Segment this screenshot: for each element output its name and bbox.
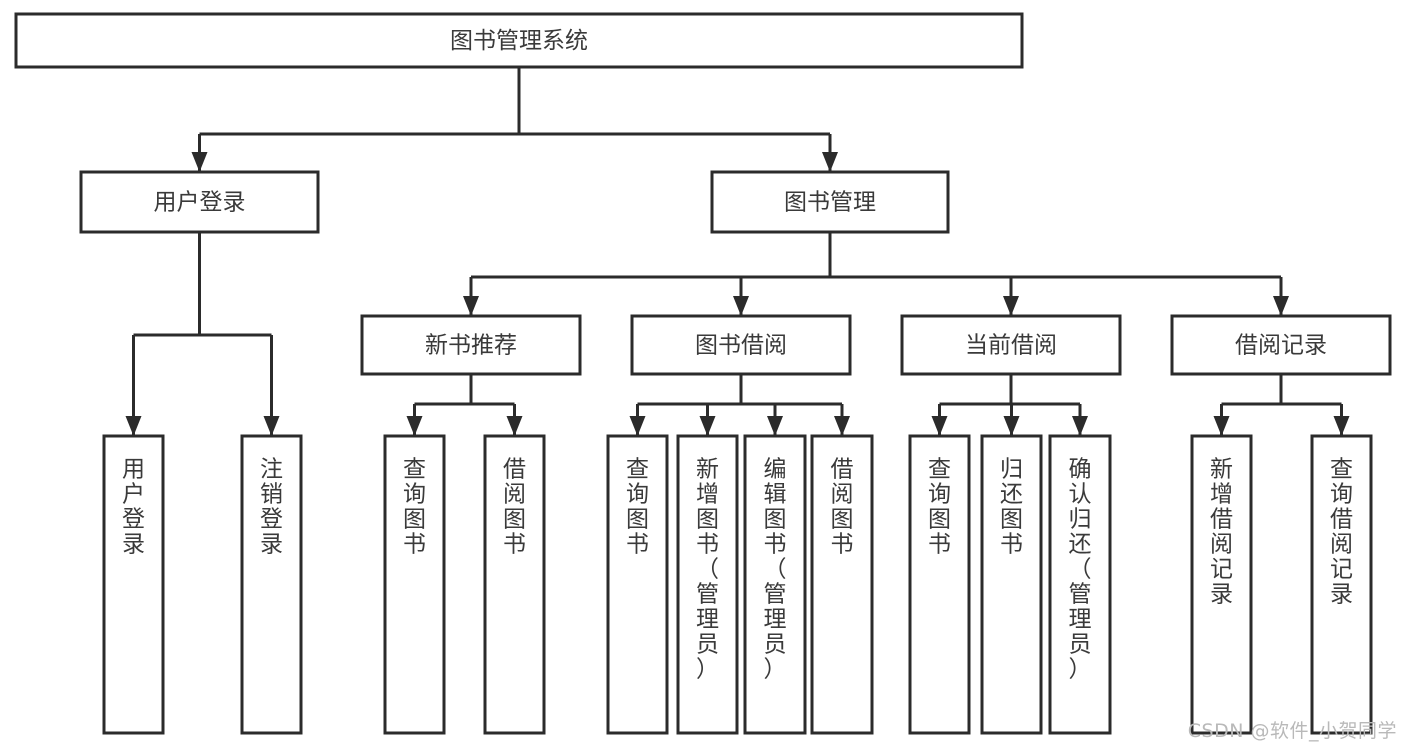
node-leaf-query-record-box[interactable] bbox=[1310, 434, 1373, 735]
node-leaf-user-logout[interactable]: 注销登录 bbox=[240, 434, 303, 735]
arrow-head-icon bbox=[263, 416, 280, 436]
node-user-login-box[interactable] bbox=[79, 170, 320, 234]
node-leaf-add-record-box[interactable] bbox=[1190, 434, 1253, 735]
node-book-manage[interactable]: 图书管理 bbox=[710, 170, 950, 234]
node-current-borrow[interactable]: 当前借阅 bbox=[900, 314, 1122, 376]
node-new-book-recommend-box[interactable] bbox=[360, 314, 582, 376]
node-user-login[interactable]: 用户登录 bbox=[79, 170, 320, 234]
arrow-head-icon bbox=[463, 296, 479, 316]
arrow-head-icon bbox=[1333, 416, 1350, 436]
node-root-box[interactable] bbox=[14, 12, 1024, 69]
node-leaf-query-book-1-label: 查询图书 bbox=[403, 457, 426, 558]
node-current-borrow-box[interactable] bbox=[900, 314, 1122, 376]
arrow-head-icon bbox=[629, 416, 646, 436]
node-leaf-user-login[interactable]: 用户登录 bbox=[102, 434, 165, 735]
node-book-manage-box[interactable] bbox=[710, 170, 950, 234]
node-leaf-add-book[interactable]: 新增图书（管理员） bbox=[676, 434, 739, 735]
arrow-head-icon bbox=[931, 416, 948, 436]
node-leaf-return-book-box[interactable] bbox=[980, 434, 1043, 735]
node-leaf-query-book-1-box[interactable] bbox=[383, 434, 446, 735]
node-leaf-query-book-2-box[interactable] bbox=[606, 434, 669, 735]
csdn-watermark: CSDN @软件_小贺同学 bbox=[1187, 720, 1397, 742]
arrow-head-icon bbox=[699, 416, 716, 436]
node-root[interactable]: 图书管理系统 bbox=[14, 12, 1024, 69]
arrow-head-icon bbox=[1273, 296, 1289, 316]
node-leaf-query-record[interactable]: 查询借阅记录 bbox=[1310, 434, 1373, 735]
node-leaf-user-login-label: 用户登录 bbox=[122, 457, 145, 558]
arrow-head-icon bbox=[1003, 416, 1020, 436]
node-layer: 图书管理系统用户登录图书管理新书推荐图书借阅当前借阅借阅记录用户登录注销登录查询… bbox=[14, 12, 1392, 735]
node-leaf-borrow-book-2-box[interactable] bbox=[810, 434, 874, 735]
node-leaf-confirm-return-box[interactable] bbox=[1048, 434, 1112, 735]
node-leaf-borrow-book-1-label: 借阅图书 bbox=[503, 457, 526, 558]
node-new-book-recommend[interactable]: 新书推荐 bbox=[360, 314, 582, 376]
node-leaf-edit-book-box[interactable] bbox=[743, 434, 807, 735]
node-book-manage-label: 图书管理 bbox=[784, 190, 876, 216]
node-leaf-user-logout-label: 注销登录 bbox=[260, 457, 283, 558]
arrow-head-icon bbox=[125, 416, 142, 436]
node-current-borrow-label: 当前借阅 bbox=[965, 333, 1057, 359]
arrow-head-icon bbox=[822, 152, 838, 172]
node-leaf-borrow-book-1[interactable]: 借阅图书 bbox=[483, 434, 546, 735]
node-leaf-add-record-label: 新增借阅记录 bbox=[1210, 457, 1233, 608]
arrow-head-icon bbox=[1003, 296, 1019, 316]
node-new-book-recommend-label: 新书推荐 bbox=[425, 333, 517, 359]
node-leaf-confirm-return[interactable]: 确认归还（管理员） bbox=[1048, 434, 1112, 735]
node-leaf-user-logout-box[interactable] bbox=[240, 434, 303, 735]
node-borrow-record-label: 借阅记录 bbox=[1235, 333, 1327, 359]
node-leaf-edit-book[interactable]: 编辑图书（管理员） bbox=[743, 434, 807, 735]
node-leaf-borrow-book-2-label: 借阅图书 bbox=[831, 457, 854, 558]
node-book-borrow-box[interactable] bbox=[630, 314, 852, 376]
arrow-head-icon bbox=[406, 416, 423, 436]
node-leaf-add-book-label: 新增图书（管理员） bbox=[696, 457, 719, 683]
node-borrow-record[interactable]: 借阅记录 bbox=[1170, 314, 1392, 376]
node-leaf-query-record-label: 查询借阅记录 bbox=[1330, 457, 1353, 608]
node-leaf-edit-book-label: 编辑图书（管理员） bbox=[764, 457, 787, 683]
node-leaf-return-book-label: 归还图书 bbox=[1000, 457, 1023, 558]
node-borrow-record-box[interactable] bbox=[1170, 314, 1392, 376]
arrow-head-icon bbox=[191, 152, 208, 172]
node-leaf-query-book-2[interactable]: 查询图书 bbox=[606, 434, 669, 735]
arrow-head-icon bbox=[506, 416, 523, 436]
node-leaf-query-book-1[interactable]: 查询图书 bbox=[383, 434, 446, 735]
arrow-head-icon bbox=[733, 296, 749, 316]
node-leaf-add-record[interactable]: 新增借阅记录 bbox=[1190, 434, 1253, 735]
node-book-borrow[interactable]: 图书借阅 bbox=[630, 314, 852, 376]
node-leaf-borrow-book-1-box[interactable] bbox=[483, 434, 546, 735]
node-root-label: 图书管理系统 bbox=[450, 28, 588, 54]
connector-layer bbox=[125, 67, 1350, 436]
node-leaf-query-book-3[interactable]: 查询图书 bbox=[908, 434, 971, 735]
arrow-head-icon bbox=[834, 416, 850, 436]
node-book-borrow-label: 图书借阅 bbox=[695, 333, 787, 359]
node-leaf-confirm-return-label: 确认归还（管理员） bbox=[1069, 457, 1092, 683]
arrow-head-icon bbox=[1072, 416, 1088, 436]
node-leaf-query-book-2-label: 查询图书 bbox=[626, 457, 649, 558]
node-leaf-query-book-3-label: 查询图书 bbox=[928, 457, 951, 558]
node-leaf-query-book-3-box[interactable] bbox=[908, 434, 971, 735]
arrow-head-icon bbox=[1213, 416, 1230, 436]
node-leaf-return-book[interactable]: 归还图书 bbox=[980, 434, 1043, 735]
node-user-login-label: 用户登录 bbox=[154, 190, 246, 216]
node-leaf-user-login-box[interactable] bbox=[102, 434, 165, 735]
node-leaf-borrow-book-2[interactable]: 借阅图书 bbox=[810, 434, 874, 735]
node-leaf-add-book-box[interactable] bbox=[676, 434, 739, 735]
arrow-head-icon bbox=[767, 416, 783, 436]
